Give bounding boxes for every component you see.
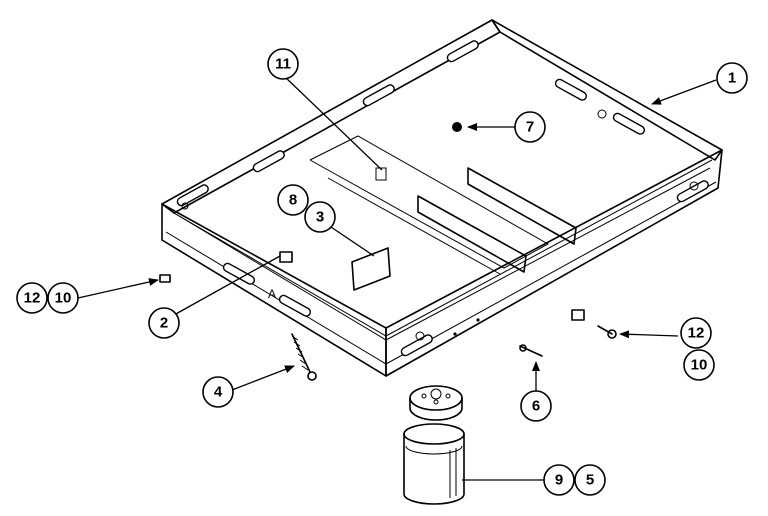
tray-holes (181, 109, 699, 341)
inner-channel (309, 135, 577, 275)
callout-3: 3 (304, 201, 336, 233)
callout-11: 11 (267, 48, 299, 80)
callout-10-left: 10 (47, 282, 79, 314)
callout-8: 8 (277, 184, 309, 216)
callout-2: 2 (148, 307, 180, 339)
svg-text:4: 4 (214, 384, 223, 401)
right-wall-slots (554, 78, 645, 135)
nut-part (279, 251, 293, 263)
spring-screw-part (291, 333, 317, 381)
svg-text:8: 8 (289, 192, 297, 209)
svg-text:1: 1 (728, 70, 736, 87)
svg-text:12: 12 (688, 325, 705, 342)
svg-text:5: 5 (586, 472, 594, 489)
jar-cap (409, 385, 463, 421)
callout-6: 6 (520, 390, 552, 422)
callout-12-right: 12 (680, 317, 712, 349)
jar (403, 423, 465, 505)
callout-12-left: 12 (16, 282, 48, 314)
svg-text:11: 11 (275, 56, 291, 73)
callout-5: 5 (574, 464, 606, 496)
right-screw-part (571, 309, 617, 339)
svg-text:12: 12 (24, 290, 41, 307)
svg-text:2: 2 (160, 315, 168, 332)
svg-text:6: 6 (532, 398, 540, 415)
svg-text:10: 10 (691, 357, 708, 374)
clip-part (375, 167, 387, 181)
left-clip-part (159, 274, 171, 283)
callout-4: 4 (202, 376, 234, 408)
drip-tray (161, 19, 723, 377)
svg-text:10: 10 (55, 290, 72, 307)
svg-text:7: 7 (526, 119, 534, 136)
callout-1: 1 (716, 62, 748, 94)
front-wall-slots (222, 180, 709, 357)
hole-dot (452, 122, 462, 132)
callout-7: 7 (514, 111, 546, 143)
leader-lines (77, 75, 717, 481)
fastener-part (519, 344, 543, 357)
back-wall-slots (176, 40, 479, 207)
svg-text:3: 3 (316, 209, 324, 226)
plate-part (351, 247, 391, 291)
svg-text:9: 9 (555, 472, 563, 489)
callout-9: 9 (543, 464, 575, 496)
callout-10-right: 10 (683, 349, 715, 381)
panel-letter: A (268, 287, 276, 301)
